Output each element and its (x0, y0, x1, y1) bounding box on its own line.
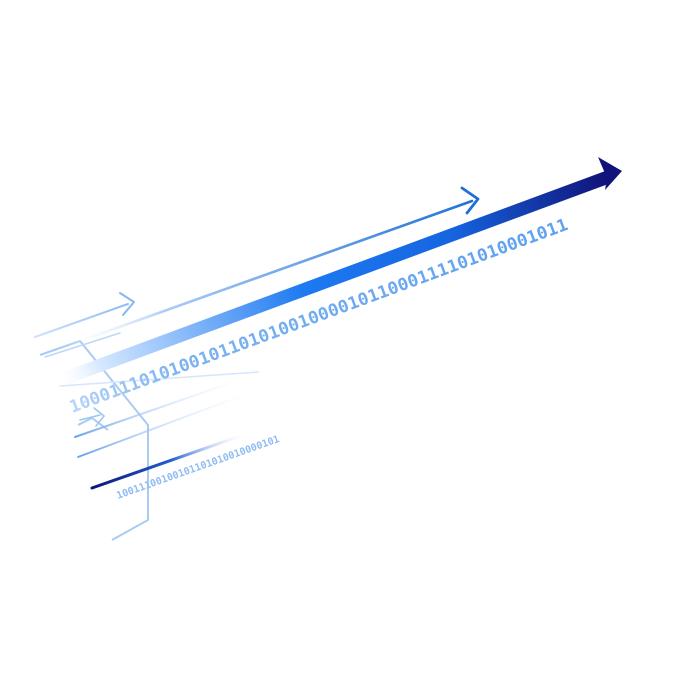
main-arrow-shaft (52, 170, 611, 389)
left-arrow-head (119, 292, 135, 316)
small-arrow-shaft (90, 432, 248, 490)
guide-line-5 (77, 387, 263, 458)
small-arrow (90, 432, 248, 490)
guide-line-4 (74, 371, 263, 438)
guide-lines (34, 292, 263, 458)
bracket-line-lower (77, 417, 109, 431)
top-arrow (53, 186, 480, 352)
top-arrow-head (460, 186, 480, 215)
guide-line-2 (44, 332, 121, 358)
main-arrow-head (598, 157, 622, 190)
guide-line-3 (59, 371, 259, 387)
main-arrow (52, 157, 622, 389)
top-arrow-shaft (53, 199, 474, 352)
binary-string-main: 1000111010100101101010010000101100011110… (67, 215, 571, 418)
binary-string-lower: 10011100100101101010010000101 (115, 434, 281, 502)
guide-line-1 (34, 303, 129, 338)
guide-line-6 (79, 414, 101, 421)
small-left-arrow-head (93, 407, 105, 427)
